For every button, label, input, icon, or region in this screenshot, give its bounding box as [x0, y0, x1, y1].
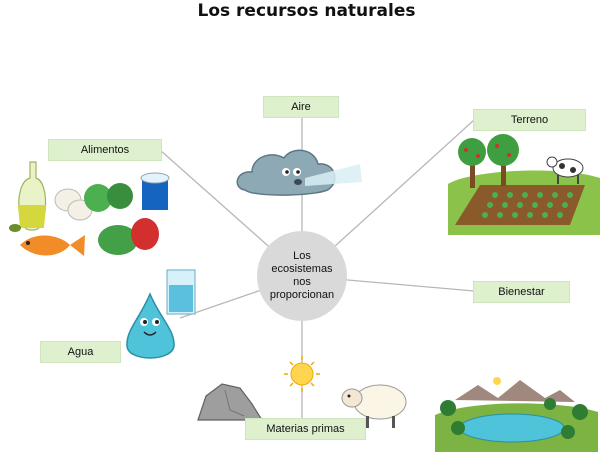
node-terreno: Terreno — [473, 109, 586, 131]
sheep-icon — [341, 384, 407, 428]
center-hub-text: Los ecosistemas nos proporcionan — [269, 250, 335, 301]
rock-icon — [197, 383, 264, 421]
node-materias-primas: Materias primas — [245, 418, 366, 440]
lake-landscape-illustration — [435, 377, 598, 452]
food-illustration — [9, 161, 170, 256]
cloud-icon — [236, 149, 362, 196]
farmland-illustration — [448, 134, 600, 235]
sun-icon — [284, 356, 320, 392]
node-alimentos: Alimentos — [48, 139, 162, 161]
center-hub: Los ecosistemas nos proporcionan — [257, 231, 347, 321]
node-bienestar: Bienestar — [473, 281, 570, 303]
water-drop-illustration — [126, 269, 196, 359]
diagram-title: Los recursos naturales — [197, 1, 416, 21]
node-aire: Aire — [263, 96, 339, 118]
node-agua: Agua — [40, 341, 121, 363]
